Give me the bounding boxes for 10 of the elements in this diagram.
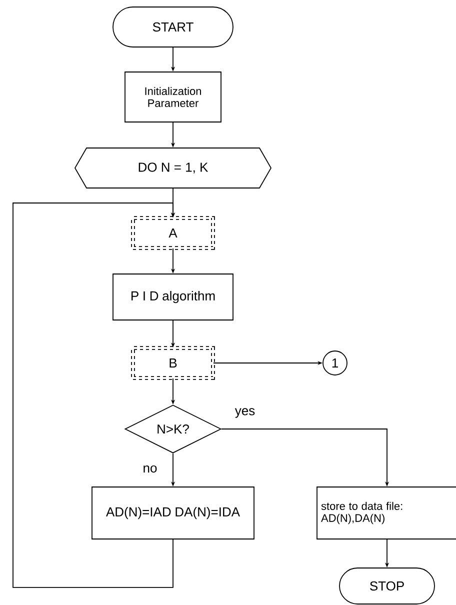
loop-hexagon: DO N = 1, K xyxy=(74,148,272,188)
subroutine-box: B xyxy=(131,346,215,380)
subroutine-box: A xyxy=(131,216,215,250)
process-box: store to data file: AD(N),DA(N) xyxy=(316,486,456,540)
arrow xyxy=(12,202,176,588)
edge-label: yes xyxy=(234,407,256,419)
process-box: Initialization Parameter xyxy=(124,72,222,122)
edge-label: no xyxy=(142,464,158,474)
process-box: P I D algorithm xyxy=(112,274,234,320)
process-box: AD(N)=IAD DA(N)=IDA xyxy=(92,486,254,540)
